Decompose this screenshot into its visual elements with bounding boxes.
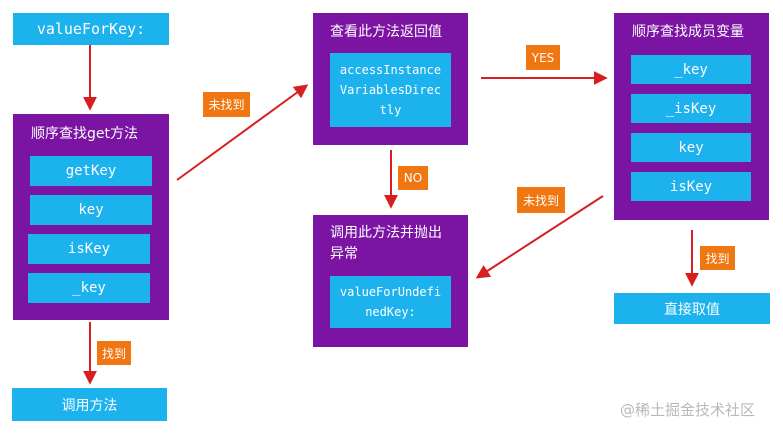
watermark: @稀土掘金技术社区 (620, 401, 756, 419)
arrow-get-to-check (176, 84, 309, 181)
exception-box: 调用此方法并抛出 异常 valueForUndefi nedKey: (313, 215, 468, 347)
get-item: _key (28, 273, 150, 303)
direct-value-box: 直接取值 (614, 293, 770, 324)
access-instance-variables-directly: accessInstance VariablesDirec tly (330, 53, 451, 127)
check-title: 查看此方法返回值 (330, 24, 442, 40)
no-tag: NO (398, 166, 428, 190)
member-item: _key (631, 55, 751, 84)
not-found-tag-right: 未找到 (517, 187, 565, 213)
exception-title: 调用此方法并抛出 异常 (330, 225, 442, 262)
get-item: getKey (30, 156, 152, 186)
check-return-box: 查看此方法返回值 accessInstance VariablesDirec t… (313, 13, 468, 145)
yes-tag: YES (526, 45, 560, 70)
member-item: _isKey (631, 94, 751, 123)
get-item: isKey (28, 234, 150, 264)
arrow-members-to-exception (475, 195, 604, 279)
member-item: key (631, 133, 751, 162)
get-method-box: 顺序查找get方法 getKey key isKey _key (13, 114, 169, 320)
member-vars-box: 顺序查找成员变量 _key _isKey key isKey (614, 13, 769, 220)
value-for-undefined-key: valueForUndefi nedKey: (330, 276, 451, 328)
found-tag-left: 找到 (97, 341, 131, 365)
not-found-tag-top: 未找到 (203, 92, 250, 117)
member-vars-title: 顺序查找成员变量 (632, 24, 744, 40)
get-item: key (30, 195, 152, 225)
start-box: valueForKey: (13, 13, 169, 45)
member-item: isKey (631, 172, 751, 201)
found-tag-right: 找到 (700, 246, 735, 270)
get-method-title: 顺序查找get方法 (31, 126, 138, 142)
call-method-box: 调用方法 (12, 388, 167, 421)
